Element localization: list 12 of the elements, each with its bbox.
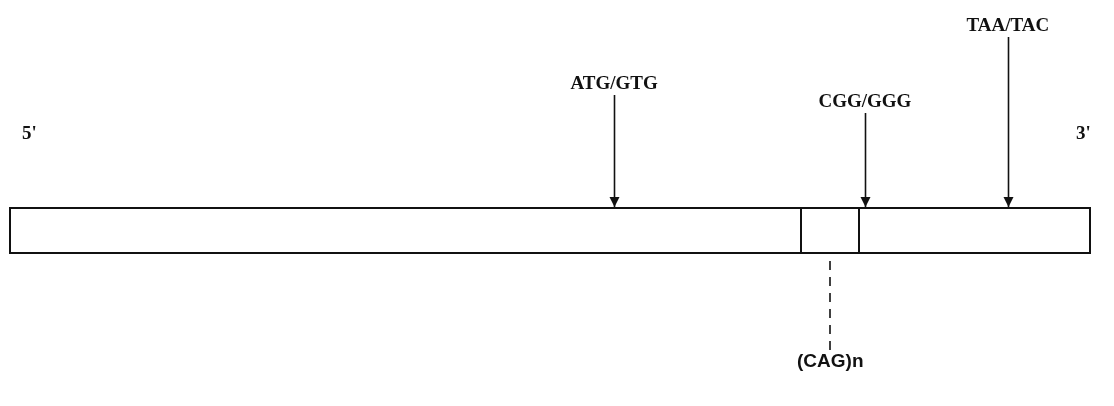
arrow [609,94,620,208]
strand-end-label: 5' [22,122,37,144]
sequence-segment [9,207,802,254]
arrow [860,112,871,208]
sequence-label: TAA/TAC [966,14,1050,36]
sequence-label: ATG/GTG [570,72,658,94]
sequence-label: CGG/GGG [818,90,912,112]
sequence-segment [858,207,1091,254]
sequence-label: (CAG)n [797,350,864,372]
arrow [1003,36,1014,208]
strand-end-label: 3' [1076,122,1091,144]
repeat-region-box [800,207,860,254]
